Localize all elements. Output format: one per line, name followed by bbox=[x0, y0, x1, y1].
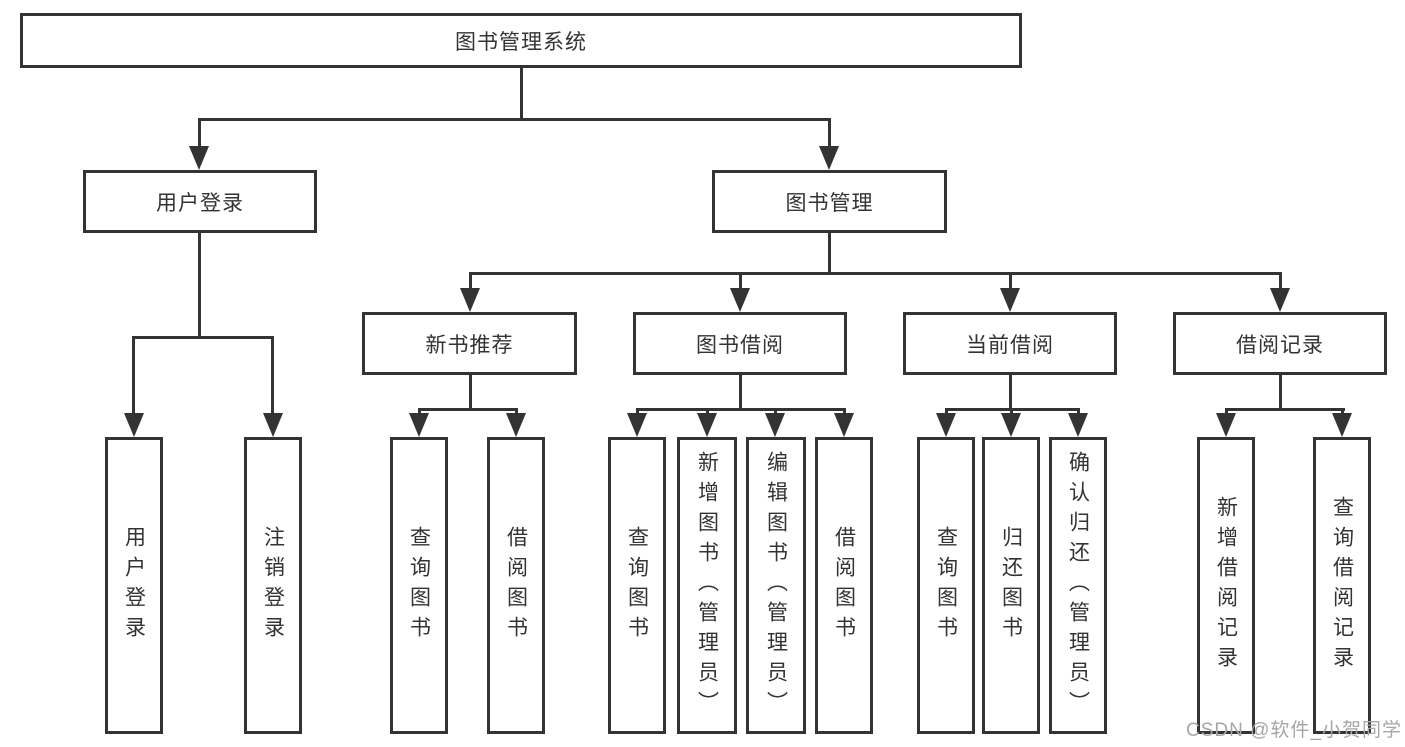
arrowhead-icon bbox=[1000, 288, 1020, 312]
node-user-login: 用户登录 bbox=[83, 170, 317, 233]
arrowhead-icon bbox=[1332, 413, 1352, 437]
connector-line bbox=[1279, 272, 1282, 290]
connector-line bbox=[198, 233, 201, 339]
connector-line bbox=[469, 272, 1282, 275]
leaf-confirm-return-admin: 确认归还（管理员） bbox=[1049, 437, 1107, 734]
arrowhead-icon bbox=[1068, 413, 1088, 437]
leaf-user-login-label: 用户登录 bbox=[122, 525, 146, 646]
leaf-borrow-books-label: 借阅图书 bbox=[832, 525, 856, 646]
connector-line bbox=[418, 408, 421, 416]
arrowhead-icon bbox=[263, 413, 283, 437]
arrowhead-icon bbox=[730, 288, 750, 312]
node-new-book-recommend-label: 新书推荐 bbox=[425, 333, 514, 357]
node-root: 图书管理系统 bbox=[20, 13, 1022, 68]
connector-line bbox=[1009, 272, 1012, 290]
connector-line bbox=[469, 375, 472, 411]
connector-line bbox=[418, 408, 518, 411]
leaf-query-books-current: 查询图书 bbox=[917, 437, 975, 734]
leaf-query-books-recommend-label: 查询图书 bbox=[407, 525, 431, 646]
leaf-edit-books-admin: 编辑图书（管理员） bbox=[746, 437, 806, 734]
node-book-management-label: 图书管理 bbox=[785, 191, 874, 215]
connector-line bbox=[271, 336, 274, 416]
arrowhead-icon bbox=[697, 413, 717, 437]
leaf-add-borrow-record: 新增借阅记录 bbox=[1197, 437, 1255, 734]
connector-line bbox=[1077, 408, 1080, 416]
csdn-watermark: CSDN @软件_小贺同学 bbox=[1186, 720, 1402, 741]
connector-line bbox=[636, 408, 846, 411]
node-root-label: 图书管理系统 bbox=[455, 30, 587, 54]
arrowhead-icon bbox=[189, 146, 209, 170]
arrowhead-icon bbox=[1001, 413, 1021, 437]
leaf-query-borrow-record: 查询借阅记录 bbox=[1313, 437, 1371, 734]
connector-line bbox=[945, 408, 948, 416]
leaf-logout-label: 注销登录 bbox=[261, 525, 285, 646]
node-borrowing-records: 借阅记录 bbox=[1173, 312, 1387, 375]
leaf-edit-books-admin-label: 编辑图书（管理员） bbox=[764, 450, 788, 721]
arrowhead-icon bbox=[506, 413, 526, 437]
leaf-query-books-borrowing-label: 查询图书 bbox=[625, 525, 649, 646]
leaf-borrow-books-recommend-label: 借阅图书 bbox=[504, 525, 528, 646]
connector-line bbox=[739, 272, 742, 290]
leaf-add-borrow-record-label: 新增借阅记录 bbox=[1214, 495, 1238, 676]
arrowhead-icon bbox=[627, 413, 647, 437]
leaf-add-books-admin-label: 新增图书（管理员） bbox=[695, 450, 719, 721]
arrowhead-icon bbox=[124, 413, 144, 437]
arrowhead-icon bbox=[460, 288, 480, 312]
connector-line bbox=[774, 408, 777, 416]
connector-line bbox=[515, 408, 518, 416]
leaf-add-books-admin: 新增图书（管理员） bbox=[677, 437, 737, 734]
connector-line bbox=[1225, 408, 1345, 411]
connector-line bbox=[828, 233, 831, 275]
connector-line bbox=[739, 375, 742, 411]
node-user-login-label: 用户登录 bbox=[156, 191, 244, 215]
arrowhead-icon bbox=[1216, 413, 1236, 437]
leaf-logout: 注销登录 bbox=[244, 437, 302, 734]
connector-line bbox=[1009, 375, 1012, 411]
connector-line bbox=[132, 336, 135, 416]
node-new-book-recommend: 新书推荐 bbox=[362, 312, 577, 375]
node-current-borrowing-label: 当前借阅 bbox=[966, 333, 1054, 357]
leaf-query-books-current-label: 查询图书 bbox=[934, 525, 958, 646]
connector-line bbox=[843, 408, 846, 416]
arrowhead-icon bbox=[765, 413, 785, 437]
node-borrowing-records-label: 借阅记录 bbox=[1236, 333, 1324, 357]
leaf-borrow-books-recommend: 借阅图书 bbox=[487, 437, 545, 734]
connector-line bbox=[1010, 408, 1013, 416]
connector-line bbox=[198, 118, 201, 150]
arrowhead-icon bbox=[834, 413, 854, 437]
connector-line bbox=[1341, 408, 1344, 416]
leaf-borrow-books: 借阅图书 bbox=[815, 437, 873, 734]
node-book-management: 图书管理 bbox=[712, 170, 947, 233]
arrowhead-icon bbox=[409, 413, 429, 437]
arrowhead-icon bbox=[936, 413, 956, 437]
connector-line bbox=[636, 408, 639, 416]
leaf-query-books-borrowing: 查询图书 bbox=[608, 437, 666, 734]
leaf-return-books: 归还图书 bbox=[982, 437, 1040, 734]
leaf-user-login: 用户登录 bbox=[105, 437, 163, 734]
connector-line bbox=[520, 68, 523, 121]
node-book-borrowing: 图书借阅 bbox=[633, 312, 847, 375]
arrowhead-icon bbox=[819, 146, 839, 170]
node-current-borrowing: 当前借阅 bbox=[903, 312, 1117, 375]
connector-line bbox=[1279, 375, 1282, 411]
connector-line bbox=[706, 408, 709, 416]
connector-line bbox=[469, 272, 472, 290]
leaf-query-books-recommend: 查询图书 bbox=[390, 437, 448, 734]
leaf-query-borrow-record-label: 查询借阅记录 bbox=[1330, 495, 1354, 676]
connector-line bbox=[198, 118, 831, 121]
arrowhead-icon bbox=[1270, 288, 1290, 312]
connector-line bbox=[132, 336, 274, 339]
node-book-borrowing-label: 图书借阅 bbox=[696, 333, 784, 357]
leaf-return-books-label: 归还图书 bbox=[999, 525, 1023, 646]
connector-line bbox=[828, 118, 831, 150]
leaf-confirm-return-admin-label: 确认归还（管理员） bbox=[1066, 450, 1090, 721]
connector-line bbox=[1225, 408, 1228, 416]
